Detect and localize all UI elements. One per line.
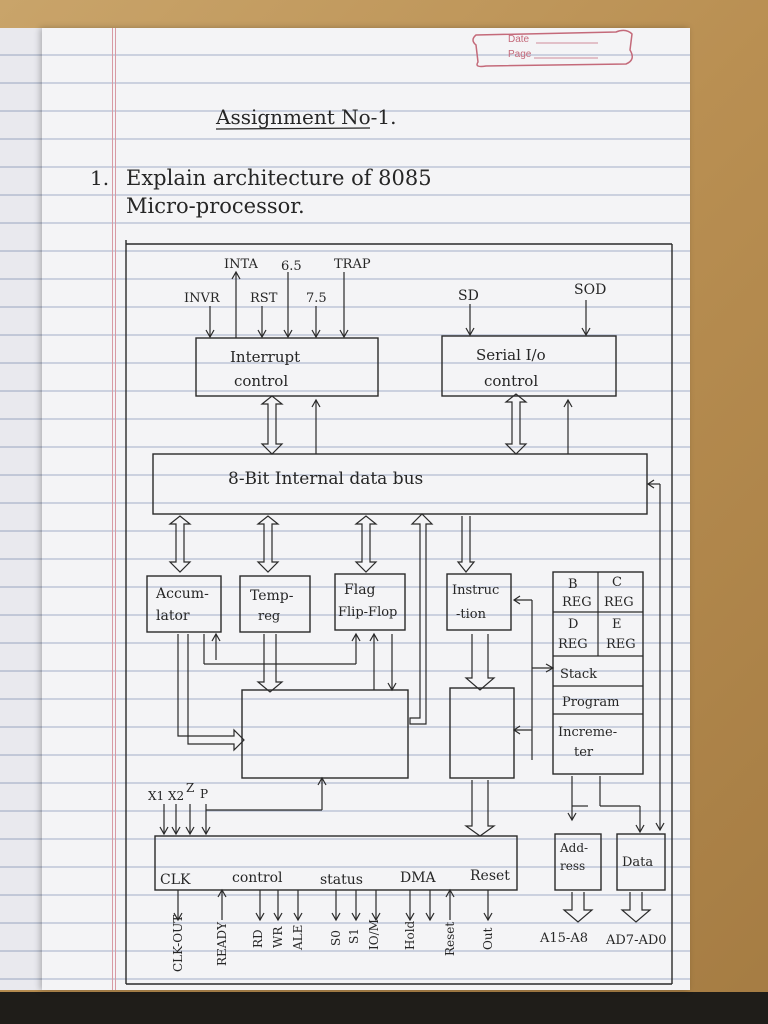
table-edge (0, 992, 768, 1024)
pin-lines (173, 888, 652, 923)
bus-arrows-bottom (168, 479, 665, 832)
data-bus-pins-label: AD7-AD0 (605, 933, 667, 948)
ctrl-clk: CLK (160, 872, 191, 888)
margin-line-2 (115, 28, 116, 990)
stack-label: Stack (560, 667, 597, 682)
reg-d: D (568, 617, 578, 632)
register-grid (553, 572, 643, 715)
reg-c: C (612, 575, 622, 590)
pin-wr: WR (271, 926, 285, 948)
accumulator-label-1: Accum- (155, 586, 209, 602)
middle-connections (177, 595, 645, 837)
flag-input-arrows (159, 804, 211, 836)
signal-trap: TRAP (334, 257, 371, 272)
signal-inta: INTA (224, 257, 258, 272)
bus-arrows-top (260, 393, 573, 455)
pin-hold: Hold (403, 920, 417, 950)
serial-label-1: Serial I/o (476, 346, 546, 364)
flag-input-p: P (200, 787, 208, 801)
question-number: 1. (90, 166, 109, 190)
ctrl-control: control (232, 870, 283, 886)
alu-box (241, 689, 409, 779)
reg-b: B (568, 577, 578, 592)
signal-sid: SD (458, 288, 479, 304)
page-label: Page (508, 49, 532, 60)
program-label: Program (562, 695, 619, 710)
pin-s1: S1 (347, 928, 361, 944)
pin-reset-in: Reset (443, 922, 457, 956)
flag-label-1: Flag (344, 582, 376, 598)
flag-input-z: Z (186, 781, 194, 795)
signal-rst: RST (250, 291, 278, 306)
interrupt-control-box (195, 337, 379, 397)
incrementer-label-1: Increme- (558, 725, 617, 740)
address-label-1: Add- (559, 841, 588, 855)
instruction-register-box (446, 573, 512, 631)
pin-reset-out: Out (481, 927, 495, 950)
address-label-2: ress (560, 859, 585, 873)
data-buffer-box (616, 833, 666, 891)
pin-io-m: IO/M (367, 919, 381, 950)
ctrl-reset: Reset (470, 868, 510, 884)
signal-arrows (205, 270, 591, 339)
pin-ready: READY (215, 921, 229, 966)
interrupt-label-2: control (234, 372, 288, 390)
instruction-decoder-box (449, 687, 515, 779)
reg-e-label: REG (606, 637, 636, 652)
question-line-1: Explain architecture of 8085 (126, 166, 432, 190)
instruction-label-2: -tion (456, 607, 487, 622)
address-buffer-box (554, 833, 602, 891)
reg-c-label: REG (604, 595, 634, 610)
notebook-page (42, 28, 690, 990)
signal-intr: INVR (184, 291, 221, 306)
data-bus-label: 8-Bit Internal data bus (228, 469, 423, 489)
incrementer-label-2: ter (574, 745, 594, 760)
serial-label-2: control (484, 372, 538, 390)
data-buffer-label: Data (622, 855, 653, 870)
flag-input-x1: X1 (148, 789, 164, 803)
reg-b-label: REG (562, 595, 592, 610)
ctrl-status: status (320, 872, 363, 888)
temp-label-1: Temp- (250, 588, 294, 604)
assignment-title: Assignment No-1. (215, 105, 397, 129)
pin-clk-out: CLK-OUT (171, 915, 185, 972)
margin-line (112, 28, 113, 990)
temp-label-2: reg (258, 609, 280, 624)
ctrl-dma: DMA (400, 870, 437, 886)
diagram-frame (125, 240, 673, 985)
accumulator-box (146, 575, 222, 633)
date-page-stamp: Date Page (472, 29, 633, 68)
reg-e: E (612, 617, 622, 632)
address-bus-label: A15-A8 (539, 931, 588, 946)
question-line-2: Micro-processor. (126, 194, 305, 218)
date-label: Date (508, 34, 530, 45)
signal-sod: SOD (574, 282, 606, 298)
signal-7-5: 7.5 (306, 291, 327, 306)
flag-label-2: Flip-Flop (338, 605, 397, 620)
reg-d-label: REG (558, 637, 588, 652)
pin-rd: RD (251, 929, 265, 948)
accumulator-label-2: lator (156, 608, 190, 624)
instruction-label-1: Instruc (452, 583, 499, 598)
temp-reg-box (239, 575, 311, 633)
pin-s0: S0 (329, 930, 343, 946)
pin-ale: ALE (291, 925, 305, 951)
flag-input-x2: X2 (168, 789, 184, 803)
interrupt-label-1: Interrupt (230, 348, 300, 366)
flag-flipflop-box (334, 573, 406, 631)
signal-6-5: 6.5 (281, 259, 302, 274)
serial-io-box (441, 335, 617, 397)
